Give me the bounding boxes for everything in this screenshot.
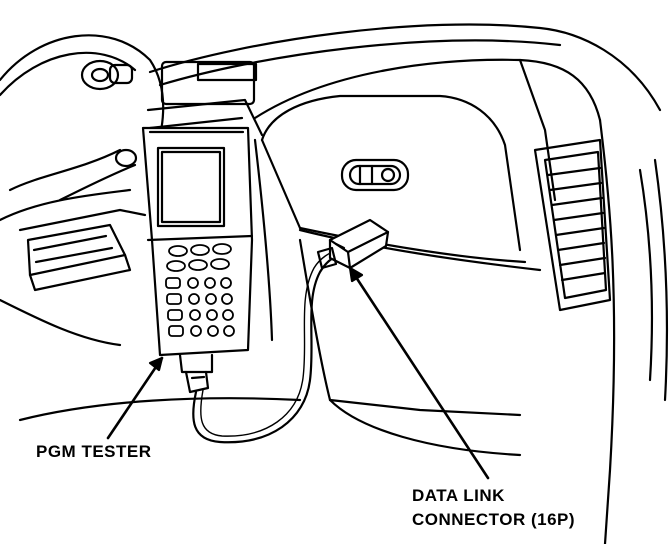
pgm-tester-arrow	[106, 356, 164, 440]
center-console	[146, 60, 274, 342]
air-vent-right-icon	[533, 138, 669, 402]
lower-dash-shelf	[26, 223, 132, 292]
pgm-tester-keypad	[165, 243, 235, 337]
data-link-connector	[316, 218, 390, 270]
data-link-connector-label-line1: DATA LINK	[412, 486, 505, 505]
data-link-connector-label-line2: CONNECTOR (16P)	[412, 510, 576, 529]
glove-box-latch-icon	[340, 158, 410, 192]
tester-cable-inner	[200, 249, 339, 437]
combination-switch-stalk	[58, 59, 138, 202]
glove-box-panel	[260, 94, 527, 264]
steering-wheel	[0, 34, 165, 232]
pgm-tester-device	[141, 126, 254, 394]
data-link-connector-arrow	[348, 266, 490, 480]
pgm-tester-label: PGM TESTER	[36, 442, 152, 461]
dashboard-outline	[0, 23, 662, 544]
